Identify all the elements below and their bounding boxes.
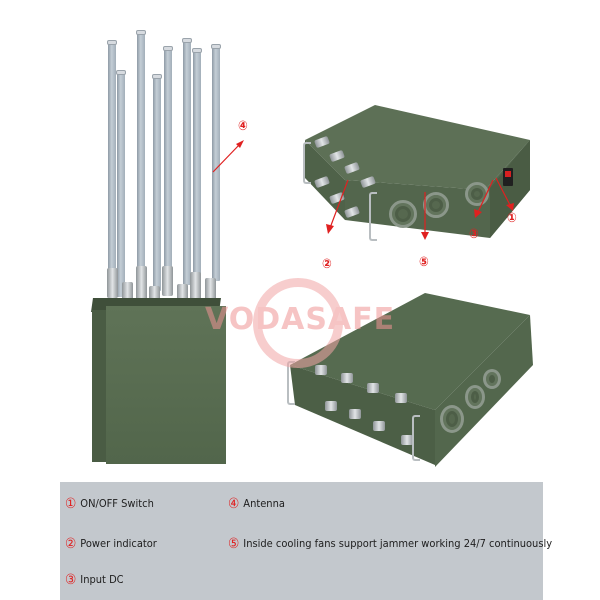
rf-port [349, 409, 361, 419]
antenna-5 [163, 46, 173, 278]
rf-port [341, 373, 353, 383]
legend-label: Inside cooling fans support jammer worki… [243, 537, 553, 550]
jammer-front-photo [285, 285, 545, 470]
antenna-connector [205, 278, 216, 308]
cooling-fan [465, 182, 489, 206]
callout-2: ② [322, 257, 332, 272]
antenna-connector [136, 266, 147, 300]
antenna-connector [190, 272, 201, 302]
watermark-text: VODASAFE [205, 302, 396, 337]
antenna-7 [192, 48, 202, 280]
jammer-box-front [106, 306, 226, 464]
legend-label: Antenna [243, 497, 285, 510]
callout-1: ① [507, 211, 517, 226]
legend-number: ⑤ [228, 536, 240, 552]
legend-number: ② [65, 536, 77, 552]
cooling-fan [483, 369, 501, 389]
legend-number: ③ [65, 572, 77, 588]
callout-4: ④ [238, 119, 248, 134]
cooling-fan [389, 200, 417, 228]
handle-left [303, 142, 311, 184]
rf-port [401, 435, 413, 445]
legend-label: ON/OFF Switch [80, 497, 154, 510]
rf-port [367, 383, 379, 393]
antenna-connector [107, 268, 118, 298]
legend-number: ① [65, 496, 77, 512]
rf-port [325, 401, 337, 411]
antenna-6 [182, 38, 192, 285]
jammer-box-side [92, 310, 108, 462]
jammer-upright-photo [60, 20, 280, 480]
watermark: VODASAFE [205, 270, 396, 368]
handle-right [412, 415, 420, 461]
cooling-fan [465, 385, 485, 409]
rf-port [395, 393, 407, 403]
callout-3: ③ [469, 227, 479, 242]
callout-arrows-top [326, 177, 514, 240]
rf-port [373, 421, 385, 431]
legend-label: Power indicator [80, 537, 157, 550]
rf-port [315, 365, 327, 375]
antenna-connector [122, 282, 133, 310]
antenna-4 [152, 74, 162, 291]
antenna-3 [136, 30, 146, 277]
antenna-1 [107, 40, 117, 282]
jammer-rear-photo [285, 100, 555, 241]
legend-label: Input DC [80, 573, 124, 586]
cooling-fan [440, 405, 464, 433]
callout-arrow-4 [212, 140, 244, 173]
legend-number: ④ [228, 496, 240, 512]
watermark-circle [253, 278, 343, 368]
antenna-2 [116, 70, 126, 297]
antenna-connector [162, 266, 173, 296]
handle-right [369, 192, 377, 241]
on-off-switch [503, 168, 513, 186]
callout-5: ⑤ [419, 255, 429, 270]
antenna-8 [211, 44, 221, 281]
